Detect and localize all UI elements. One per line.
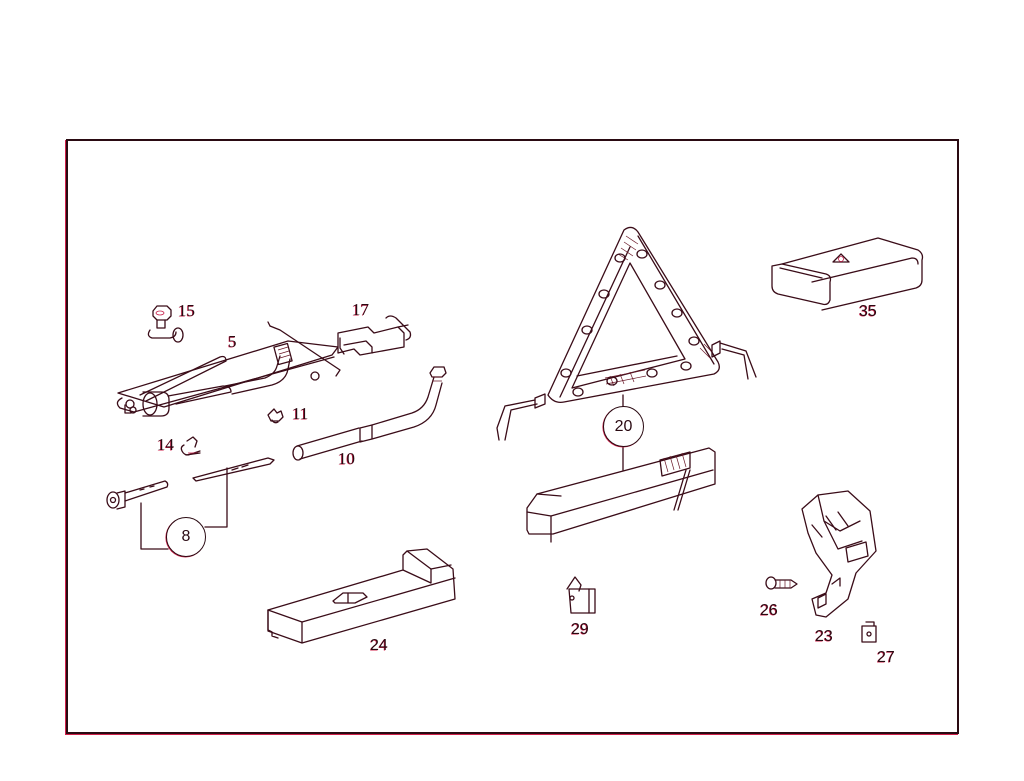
label-part-24: 24 [370, 637, 388, 654]
part-17-bracket-drawing [337, 315, 412, 356]
callout-part-20: 20 [603, 406, 644, 447]
part-10-rod-drawing [292, 366, 447, 461]
part-26-screw-drawing [765, 576, 798, 590]
callout-part-8: 8 [166, 517, 206, 557]
part-5-jack-drawing [116, 321, 341, 417]
label-part-35: 35 [859, 303, 877, 320]
label-part-10: 10 [338, 449, 355, 468]
part-8-tools-drawing [106, 457, 275, 550]
label-part-8: 8 [181, 528, 191, 545]
label-part-20: 20 [614, 417, 633, 435]
label-part-23: 23 [815, 628, 833, 645]
diagram-frame [66, 139, 959, 734]
part-14-clip-drawing [180, 436, 201, 456]
part-11-clip-drawing [267, 408, 284, 424]
label-part-14: 14 [157, 435, 174, 454]
part-15-clip-drawing [147, 305, 184, 343]
label-part-26: 26 [760, 602, 778, 619]
part-23-bracket-drawing [801, 490, 877, 618]
part-35-pouch-drawing [771, 237, 924, 311]
label-part-11: 11 [292, 404, 309, 423]
part-24-tray-drawing [267, 548, 456, 644]
part-27-nutclip-drawing [861, 621, 877, 643]
part-29-clip-drawing [566, 576, 596, 614]
label-part-15: 15 [178, 301, 195, 320]
part-20-triangle-drawing [496, 226, 757, 543]
label-part-29: 29 [571, 621, 589, 638]
label-part-27: 27 [877, 649, 895, 666]
label-part-5: 5 [228, 332, 237, 351]
label-part-17: 17 [352, 300, 369, 319]
